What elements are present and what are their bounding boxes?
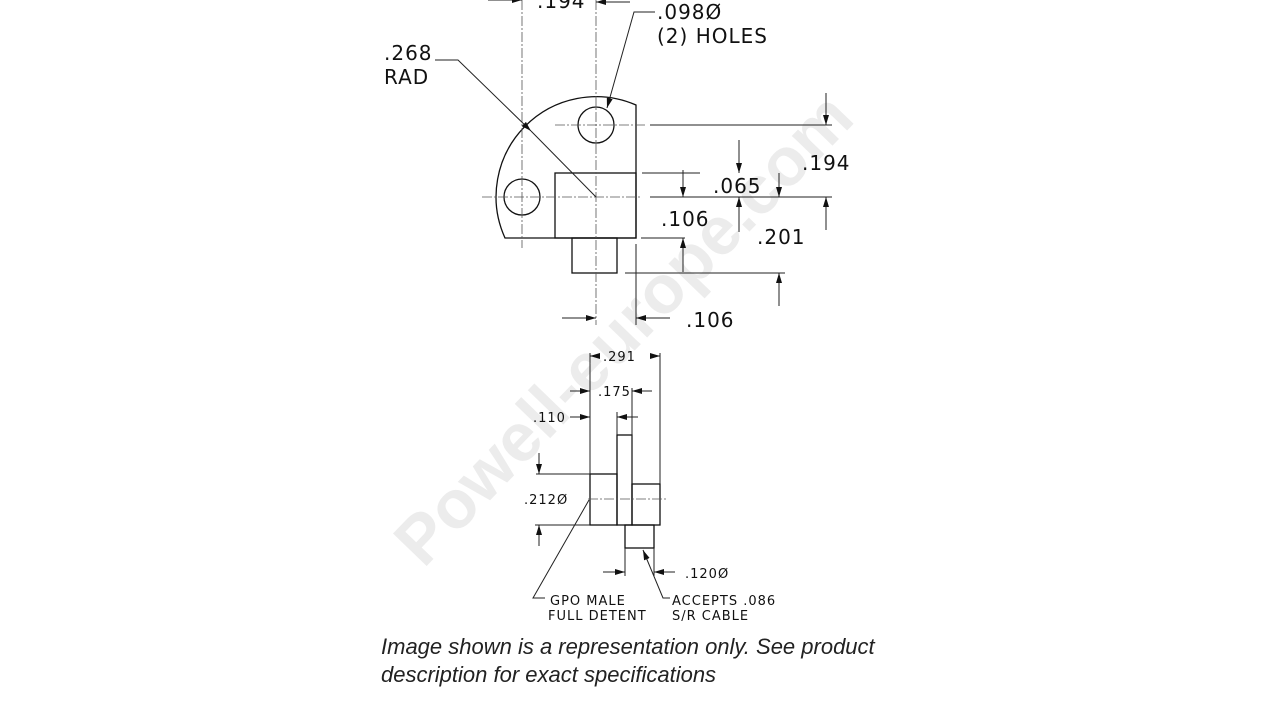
image-disclaimer: Image shown is a representation only. Se…: [381, 633, 941, 689]
left-block: [589, 473, 618, 526]
dim-106-horizontal: .106: [686, 308, 735, 332]
top-view: .194 .098Ø (2) HOLES .268 RAD .194 .065 …: [384, 0, 851, 332]
tall-plate: [616, 434, 633, 526]
dim-212: .212Ø: [524, 493, 568, 508]
radius-label: RAD: [384, 65, 429, 89]
disclaimer-line-2: description for exact specifications: [381, 662, 717, 687]
watermark: Powell-europe.com: [380, 78, 868, 579]
dim-106-vertical: .106: [661, 207, 710, 231]
disclaimer-line-1: Image shown is a representation only. Se…: [381, 634, 875, 659]
hole-callout-diameter: .098Ø: [657, 0, 722, 24]
dim-right-194: .194: [802, 151, 851, 175]
dim-top-width: .194: [537, 0, 586, 13]
note-full-detent: FULL DETENT: [548, 609, 647, 624]
note-accepts: ACCEPTS .086: [672, 594, 776, 609]
dim-291: .291: [603, 350, 636, 365]
dim-201: .201: [757, 225, 806, 249]
dim-120: .120Ø: [685, 567, 729, 582]
radius-value: .268: [384, 41, 433, 65]
stem: [571, 237, 618, 274]
note-cable: S/R CABLE: [672, 609, 749, 624]
dim-175: .175: [598, 385, 631, 400]
hole-callout-count: (2) HOLES: [657, 24, 768, 48]
note-gpo-male: GPO MALE: [550, 594, 626, 609]
dim-065: .065: [713, 174, 762, 198]
inner-block: [554, 172, 637, 239]
side-view: .291 .175 .110 .212Ø .120Ø GPO MALE FULL…: [524, 350, 776, 624]
body-outline: [495, 96, 637, 239]
dim-110: .110: [533, 411, 566, 426]
side-stem: [624, 524, 655, 549]
right-block: [631, 483, 661, 526]
